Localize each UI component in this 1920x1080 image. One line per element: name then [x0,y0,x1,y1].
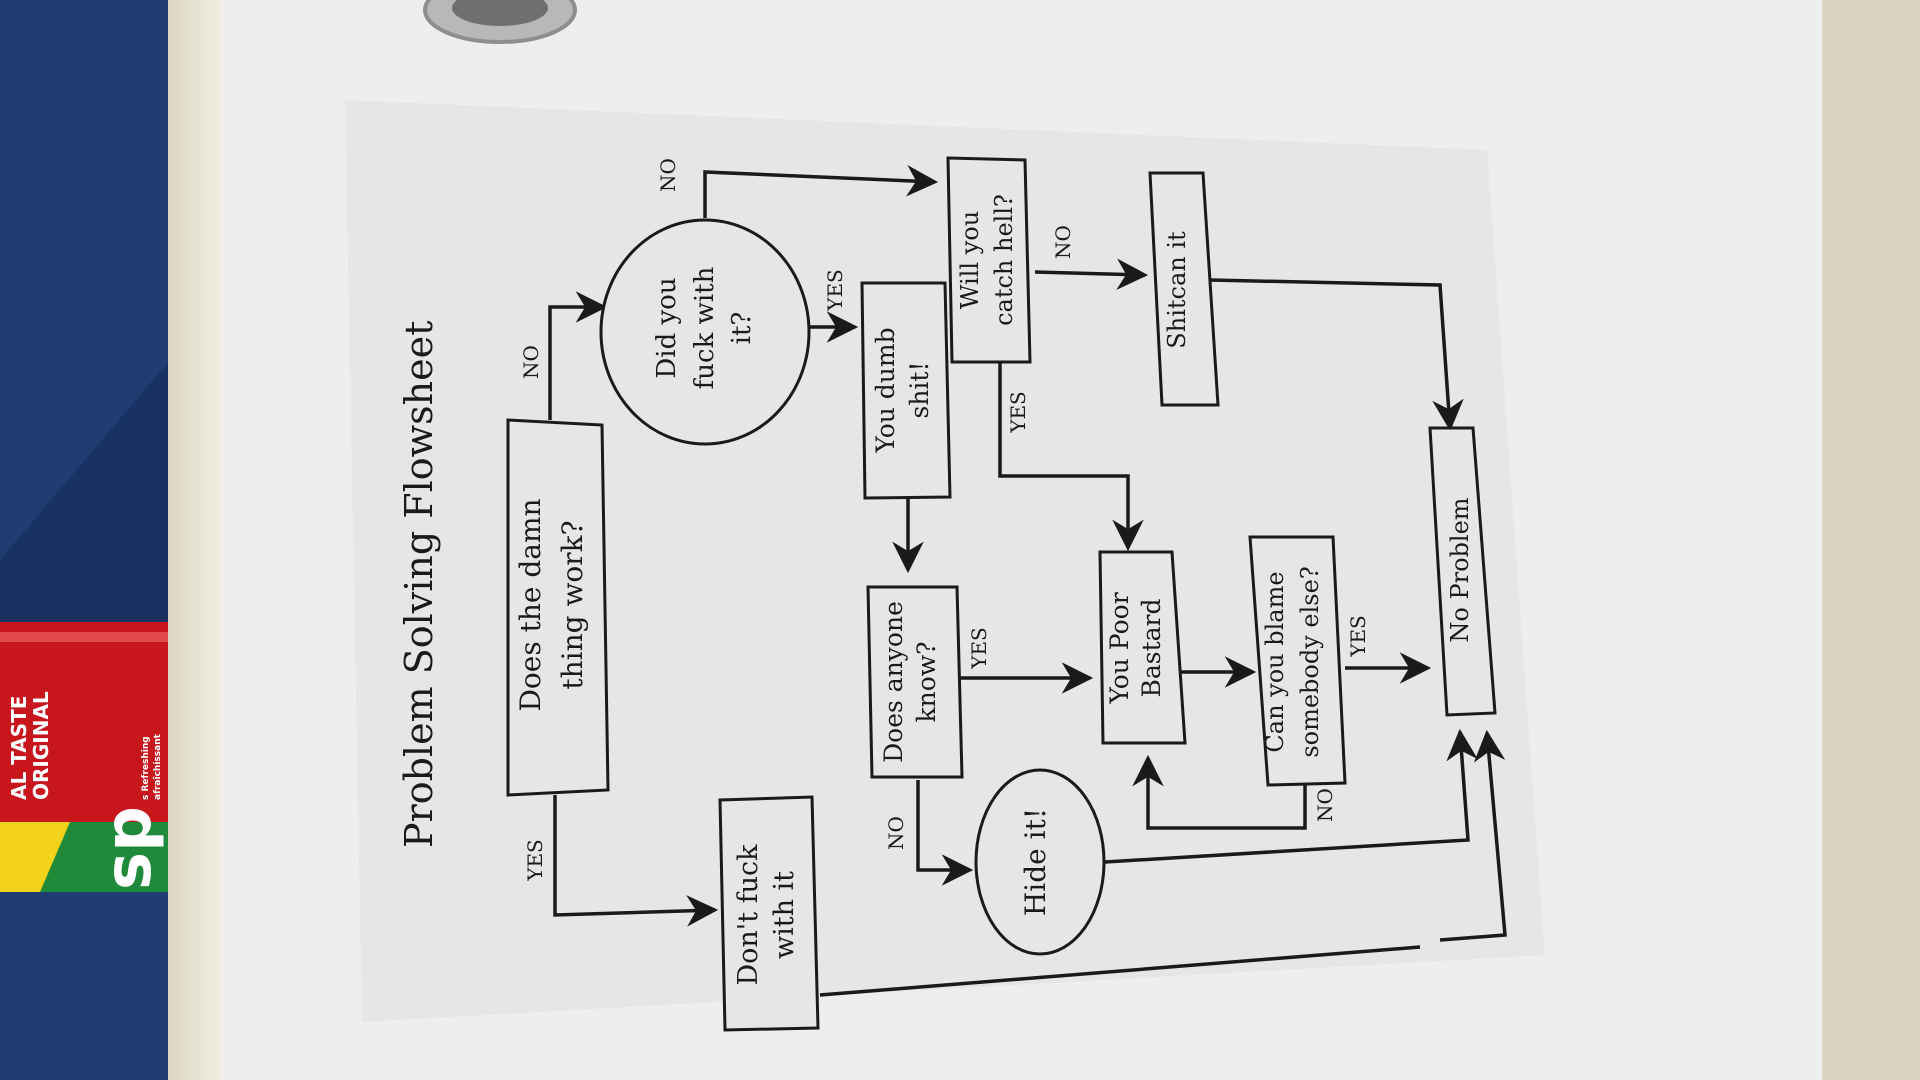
node-works-line1: Does the damn [514,498,547,711]
edge-fucked-catch [703,165,939,218]
soda-can: AL TASTE ORIGINAL s Refreshing afraîchis… [0,622,168,892]
can-text-2: ORIGINAL [29,691,53,800]
node-poor-line1: You Poor [1105,592,1134,704]
node-noproblem-box [1428,426,1497,717]
label-catch-no: NO [1051,225,1075,259]
edge-anyone-hide [916,780,974,886]
edge-bottom-noproblem [1439,729,1507,942]
node-fucked-line1: Did you [652,277,682,378]
node-hide-line1: Hide it! [1019,808,1052,916]
edge-dont-noproblem [819,945,1421,997]
label-fucked-no: NO [656,158,680,192]
edge-works-dont [553,795,719,927]
label-catch-yes: YES [1006,391,1030,434]
can-text-1: AL TASTE [7,696,31,800]
node-poor-line2: Bastard [1137,598,1166,697]
edge-blame-poor [1132,754,1307,830]
node-fucked-circle [599,218,811,446]
can-logo-band [40,822,168,892]
edge-catch-poor [998,362,1144,552]
can-highlight [0,632,168,642]
node-blame-line2: somebody else? [1296,566,1324,757]
node-dont-box [718,795,820,1032]
flow-nodes [506,156,1497,1032]
node-catch-line1: Will you [956,211,984,309]
can-small-1: s Refreshing [141,736,151,800]
edge-hide-noproblem [1104,728,1478,864]
node-dumb-line2: shit! [905,361,934,418]
label-blame-yes: YES [1346,615,1370,658]
page-title: Problem Solving Flowsheet [397,321,441,848]
can-small-2: afraîchissant [153,733,163,800]
node-shitcan-box [1148,171,1220,407]
node-works-box [506,418,610,797]
label-anyone-no: NO [884,816,908,850]
can-body-red [0,622,168,822]
node-fucked-line3: it? [727,312,757,345]
label-anyone-yes: YES [967,627,991,670]
node-poor-box [1098,550,1187,745]
node-catch-box [946,156,1032,364]
label-blame-no: NO [1313,788,1337,822]
node-noproblem-line1: No Problem [1446,497,1474,642]
label-works-yes: YES [523,839,547,882]
flow-connectors [548,165,1507,997]
label-works-no: NO [519,345,543,379]
label-fucked-yes: YES [823,269,847,312]
node-anyone-box [866,585,964,779]
edge-works-fucked [548,291,608,420]
node-shitcan-line1: Shitcan it [1163,231,1191,349]
node-dont-line2: with it [769,871,800,959]
edge-catch-shitcan [1034,258,1149,290]
tray-knob-inner [452,0,548,26]
node-works-line2: thing work? [556,520,589,689]
node-blame-box [1248,535,1347,787]
edge-shitcan-noproblem [1209,278,1464,432]
node-anyone-line1: Does anyone [879,601,908,763]
node-dont-line1: Don't fuck [733,844,764,986]
tray-rim-left [168,0,222,1080]
node-blame-line1: Can you blame [1261,571,1289,752]
node-catch-line2: catch hell? [990,194,1018,326]
branch-labels: NO YES NO YES NO YES YES NO YES NO [519,158,1370,882]
can-logo: sp [92,806,166,890]
node-labels: Does the damn thing work? Did you fuck w… [514,194,1474,985]
node-anyone-line2: know? [912,641,941,722]
node-fucked-line2: fuck with [690,266,720,389]
node-dumb-line1: You dumb [871,327,900,453]
node-hide-circle [974,768,1106,956]
node-dumb-box [860,281,952,500]
